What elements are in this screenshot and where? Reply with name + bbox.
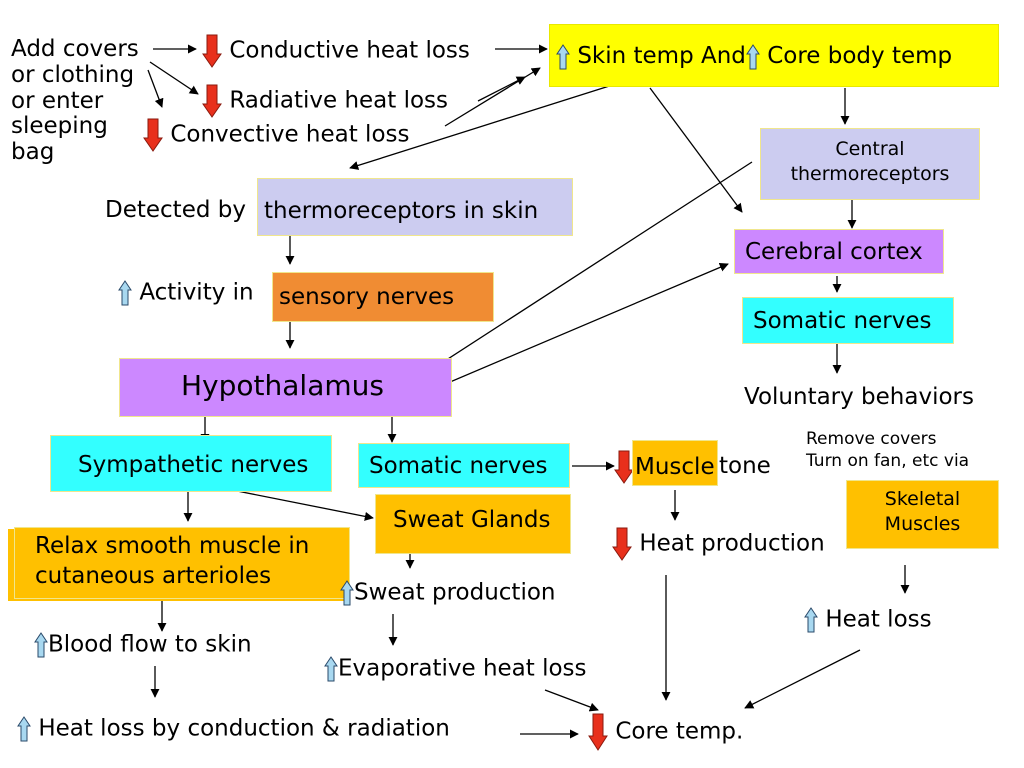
up-arrow-icon: [34, 632, 48, 658]
relax-smooth-muscle-box: Relax smooth muscle in cutaneous arterio…: [14, 527, 350, 599]
somatic-nerves-mid-box: Somatic nerves: [358, 443, 570, 488]
somatic-nerves-right-label: Somatic nerves: [753, 308, 932, 334]
arrow-hypothalamus-to-cerebral: [409, 263, 729, 400]
heat-loss-cond-rad-text: Heat loss by conduction & radiation: [17, 716, 450, 742]
remove-covers-line-2: Turn on fan, etc via: [806, 451, 970, 472]
hypothalamus-label: Hypothalamus: [181, 369, 384, 402]
relax-line-1: Relax smooth muscle in: [35, 533, 310, 559]
tone-label: tone: [719, 453, 771, 479]
arrow-heatloss-right-to-core: [744, 649, 861, 709]
skin-core-temp-box: Skin temp And Core body temp: [549, 24, 999, 87]
arrow-sympathetic-to-sweat: [221, 487, 374, 521]
conductive-label: Conductive heat loss: [229, 37, 470, 64]
heat-loss-right-text: Heat loss: [804, 607, 932, 633]
up-arrow-icon: [804, 607, 818, 633]
up-arrow-icon: [118, 280, 132, 306]
cerebral-cortex-box: Cerebral cortex: [734, 229, 944, 274]
blood-flow-text: Blood flow to skin: [34, 632, 252, 658]
convective-label: Convective heat loss: [170, 121, 410, 148]
activity-in-text: Activity in: [118, 280, 254, 306]
down-arrow-icon: [614, 450, 634, 484]
hypothalamus-box: Hypothalamus: [119, 358, 452, 417]
up-arrow-icon: [745, 43, 760, 69]
cerebral-cortex-label: Cerebral cortex: [745, 239, 923, 265]
add-covers-line-1: Add covers: [11, 36, 139, 62]
sensory-nerves-box: sensory nerves: [272, 272, 494, 322]
add-covers-line-5: bag: [11, 139, 55, 165]
relax-line-2: cutaneous arterioles: [35, 562, 272, 589]
sympathetic-nerves-box: Sympathetic nerves: [50, 435, 332, 492]
central-thermoreceptors-box: Central thermoreceptors: [760, 128, 980, 200]
core-temp-text: Core temp.: [588, 713, 743, 751]
sweat-glands-box: Sweat Glands: [375, 494, 571, 554]
blood-flow-label: Blood flow to skin: [48, 631, 252, 658]
add-covers-text: Add covers or clothing or enter sleeping…: [11, 36, 139, 166]
up-arrow-icon: [17, 716, 31, 742]
radiative-label: Radiative heat loss: [229, 87, 449, 114]
evaporative-label: Evaporative heat loss: [338, 655, 587, 682]
sweat-production-text: Sweat production: [340, 580, 556, 606]
conductive-heat-loss: Conductive heat loss: [202, 34, 470, 68]
central-label: Central: [835, 138, 905, 160]
convective-heat-loss: Convective heat loss: [143, 118, 410, 152]
add-covers-line-4: sleeping: [11, 113, 108, 140]
arrow-convective-to-skin: [444, 67, 541, 127]
radiative-heat-loss: Radiative heat loss: [202, 84, 448, 118]
muscles-label: Muscles: [884, 512, 961, 535]
arrow-radiative-to-skin: [477, 76, 526, 102]
up-arrow-icon: [556, 43, 570, 69]
arrow-covers-to-radiative: [149, 61, 199, 95]
down-arrow-icon: [143, 118, 163, 152]
core-body-temp-label: Core body temp: [767, 43, 953, 69]
heat-production-text: Heat production: [612, 527, 825, 561]
arrow-central-to-hypothalamus: [399, 161, 753, 391]
sweat-production-label: Sweat production: [354, 579, 556, 606]
muscle-box: Muscle: [632, 440, 718, 486]
skeletal-label: Skeletal: [884, 488, 961, 510]
remove-covers-line-1: Remove covers: [806, 429, 937, 449]
up-arrow-icon: [324, 656, 338, 682]
voluntary-behaviors-label: Voluntary behaviors: [744, 384, 974, 410]
evaporative-text: Evaporative heat loss: [324, 656, 587, 682]
heat-production-label: Heat production: [639, 530, 825, 557]
activity-label: Activity in: [139, 279, 254, 306]
arrow-skin-to-cerebral: [649, 87, 743, 213]
somatic-nerves-mid-label: Somatic nerves: [369, 453, 548, 479]
thermoreceptors-in-skin-box: thermoreceptors in skin: [257, 178, 573, 236]
sensory-nerves-label: sensory nerves: [279, 284, 455, 310]
down-arrow-icon: [202, 84, 222, 118]
heat-loss-cond-rad-label: Heat loss by conduction & radiation: [38, 715, 450, 742]
down-arrow-icon: [612, 527, 632, 561]
arrow-skin-to-thermoreceptors: [349, 81, 623, 170]
add-covers-line-3: or enter: [11, 87, 104, 114]
skeletal-muscles-box: Skeletal Muscles: [846, 480, 999, 549]
thermoreceptors-label: thermoreceptors: [790, 162, 950, 185]
up-arrow-icon: [340, 580, 354, 606]
arrow-evap-to-core: [544, 689, 599, 712]
skin-temp-label: Skin temp And: [577, 43, 746, 69]
sweat-glands-label: Sweat Glands: [393, 507, 551, 533]
muscle-tone-text: [614, 450, 634, 484]
down-arrow-icon: [202, 34, 222, 68]
arrow-covers-to-convective: [147, 69, 164, 108]
core-temp-label: Core temp.: [615, 718, 744, 745]
detected-by-label: Detected by: [105, 197, 246, 223]
down-arrow-icon: [588, 713, 608, 751]
add-covers-line-2: or clothing: [11, 61, 135, 88]
muscle-label: Muscle: [635, 454, 715, 480]
thermoreceptors-in-skin-label: thermoreceptors in skin: [264, 198, 539, 224]
somatic-nerves-right-box: Somatic nerves: [742, 297, 954, 344]
heat-loss-right-label: Heat loss: [825, 606, 932, 633]
sympathetic-nerves-label: Sympathetic nerves: [78, 452, 309, 478]
remove-covers-text: Remove covers Turn on fan, etc via: [806, 428, 969, 472]
